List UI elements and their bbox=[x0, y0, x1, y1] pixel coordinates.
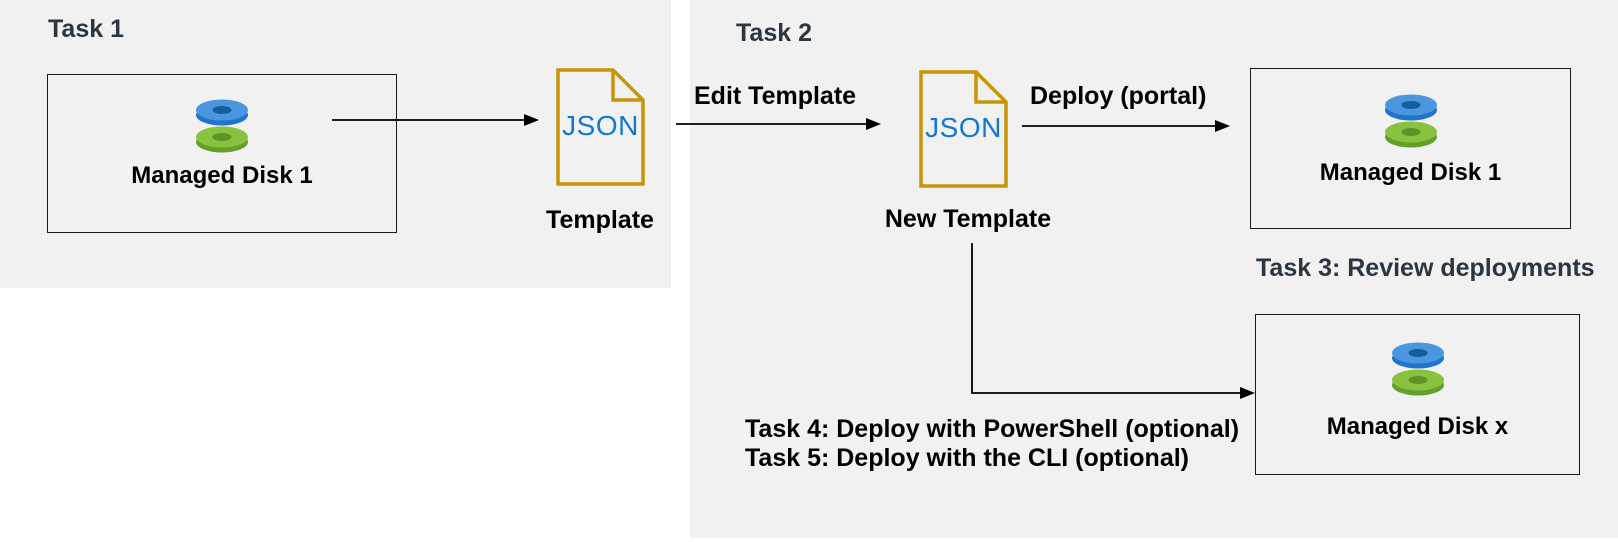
json-file-text: JSON bbox=[562, 110, 639, 141]
json-file-text: JSON bbox=[925, 112, 1002, 143]
new-json-file-icon: JSON bbox=[919, 70, 1008, 188]
task5-caption: Task 5: Deploy with the CLI (optional) bbox=[745, 444, 1189, 472]
task1-title: Task 1 bbox=[48, 15, 124, 43]
template-label: Template bbox=[546, 206, 654, 234]
managed-disk-1-portal-label: Managed Disk 1 bbox=[1319, 159, 1502, 186]
managed-disk-1-label: Managed Disk 1 bbox=[131, 162, 313, 189]
managed-disk-icon bbox=[1384, 94, 1437, 148]
managed-disk-1-source-box: Managed Disk 1 bbox=[47, 74, 397, 233]
task4-caption: Task 4: Deploy with PowerShell (optional… bbox=[745, 415, 1240, 443]
managed-disk-1-portal-box: Managed Disk 1 bbox=[1250, 68, 1571, 229]
task45-caption-block: Task 4: Deploy with PowerShell (optional… bbox=[745, 415, 1239, 473]
document-outline-icon bbox=[556, 68, 645, 186]
deploy-portal-label: Deploy (portal) bbox=[1030, 82, 1207, 110]
edit-template-label: Edit Template bbox=[694, 82, 857, 110]
managed-disk-icon bbox=[1391, 342, 1444, 396]
managed-disk-x-box: Managed Disk x bbox=[1255, 314, 1580, 475]
managed-disk-icon bbox=[196, 99, 248, 153]
managed-disk-x-label: Managed Disk x bbox=[1326, 413, 1509, 440]
new-template-label: New Template bbox=[884, 205, 1052, 233]
json-file-icon: JSON bbox=[556, 68, 645, 186]
task2-title: Task 2 bbox=[736, 19, 812, 47]
task3-caption: Task 3: Review deployments bbox=[1256, 254, 1595, 282]
document-outline-icon bbox=[919, 70, 1008, 188]
